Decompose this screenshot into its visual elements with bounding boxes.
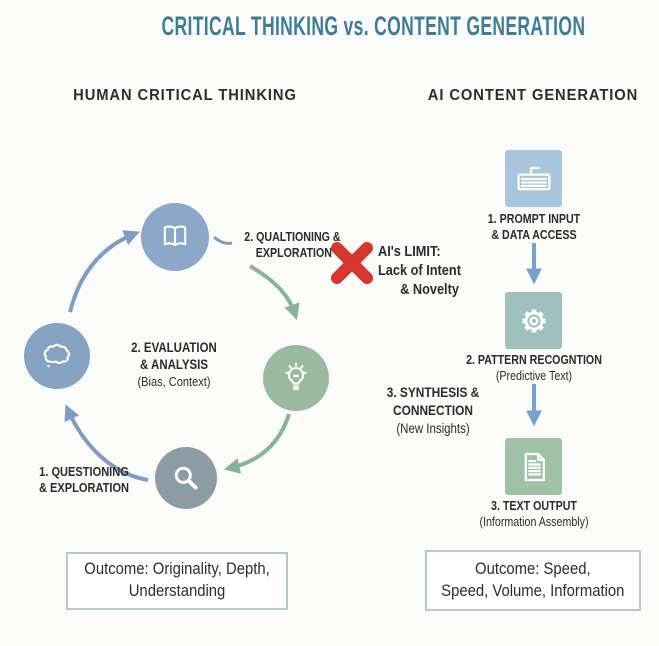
flow-step-3-box: [505, 438, 562, 495]
arrow-right-to-bottom: [223, 413, 291, 474]
flow-step-1-box: [505, 150, 562, 207]
ai-limit-line2: Lack of Intent: [378, 262, 461, 279]
open-book-icon: [163, 225, 187, 247]
cycle-label-bottom-line1: 1. QUESTIONING: [39, 464, 129, 479]
flow-step-1-label: 1. PROMPT INPUT & DATA ACCESS: [468, 211, 599, 244]
flow-step-1-line2: & DATA ACCESS: [491, 227, 577, 243]
arrow-left-to-top: [68, 230, 140, 313]
cycle-node-book: [141, 203, 209, 271]
ai-limit-line3: & Novelty: [400, 281, 459, 298]
flow-step-2-label: 2. PATTERN RECOGNTION (Predictive Text): [460, 352, 608, 385]
cycle-label-eval-line3: (Bias, Context): [137, 373, 211, 389]
left-outcome-line1: Outcome: Originality, Depth,: [84, 560, 270, 579]
right-outcome-text: Outcome: Speed, Speed, Volume, Informati…: [441, 559, 624, 603]
flow-step-2-line1: 2. PATTERN RECOGNTION: [466, 352, 602, 367]
synthesis-label: 3. SYNTHESIS & CONNECTION (New Insights): [386, 384, 480, 437]
cycle-label-eval-line2: & ANALYSIS: [139, 356, 209, 372]
right-outcome-line2: Speed, Volume, Information: [441, 581, 625, 600]
right-column-heading: AI CONTENT GENERATION: [427, 87, 639, 104]
flow-step-3-line2: (Information Assembly): [479, 514, 589, 530]
cycle-label-bottom-line2: & EXPLORATION: [38, 480, 130, 496]
ai-limit-label: AI's LIMIT: Lack of Intent & Novelty: [378, 243, 461, 300]
synthesis-line2: CONNECTION: [392, 401, 474, 418]
synthesis-line1: 3. SYNTHESIS &: [386, 384, 480, 400]
cycle-label-top-line1: 2. QUALTIONING &: [244, 229, 341, 244]
flow-step-1-line1: 1. PROMPT INPUT: [487, 211, 581, 226]
flow-step-2-line2: (Predictive Text): [495, 368, 573, 384]
page-title: CRITICAL THINKING vs. CONTENT GENERATION: [161, 11, 586, 41]
cycle-node-thought: [24, 323, 90, 389]
synthesis-line3: (New Insights): [396, 420, 470, 436]
flow-step-3-label: 3. TEXT OUTPUT (Information Assembly): [468, 498, 599, 531]
flow-step-2-box: [505, 292, 562, 349]
thought-cloud-icon: [43, 343, 71, 368]
left-outcome-text: Outcome: Originality, Depth, Understandi…: [84, 559, 269, 603]
cycle-label-questioning-bottom: 1. QUESTIONING & EXPLORATION: [36, 464, 131, 497]
cycle-node-lightbulb: [263, 345, 329, 411]
left-outcome-line2: Understanding: [128, 582, 226, 600]
arrow-top-to-right: [248, 264, 300, 321]
cycle-label-top-line2: EXPLORATION: [255, 245, 332, 261]
document-icon: [524, 452, 545, 481]
flow-step-3-line1: 3. TEXT OUTPUT: [491, 498, 577, 513]
magnifier-icon: [174, 466, 198, 490]
right-outcome-box: Outcome: Speed, Speed, Volume, Informati…: [425, 550, 641, 611]
keyboard-icon: [516, 166, 551, 190]
cycle-label-evaluation: 2. EVALUATION & ANALYSIS (Bias, Context): [121, 340, 226, 390]
ai-limit-line1: AI's LIMIT:: [378, 244, 441, 260]
page-title-wrap: CRITICAL THINKING vs. CONTENT GENERATION: [56, 11, 659, 42]
label-pointer-dash: [213, 235, 233, 245]
right-outcome-line1: Outcome: Speed,: [475, 559, 591, 578]
lightbulb-icon: [285, 362, 307, 391]
left-column-heading: HUMAN CRITICAL THINKING: [73, 87, 297, 104]
right-column-heading-wrap: AI CONTENT GENERATION: [408, 87, 658, 105]
left-outcome-box: Outcome: Originality, Depth, Understandi…: [66, 552, 288, 610]
cycle-label-eval-line1: 2. EVALUATION: [131, 340, 217, 355]
cycle-node-magnifier: [155, 447, 217, 509]
cycle-label-questioning-top: 2. QUALTIONING & EXPLORATION: [244, 229, 341, 262]
left-column-heading-wrap: HUMAN CRITICAL THINKING: [30, 87, 340, 105]
red-x-icon: [331, 242, 373, 284]
gear-icon: [521, 308, 546, 333]
